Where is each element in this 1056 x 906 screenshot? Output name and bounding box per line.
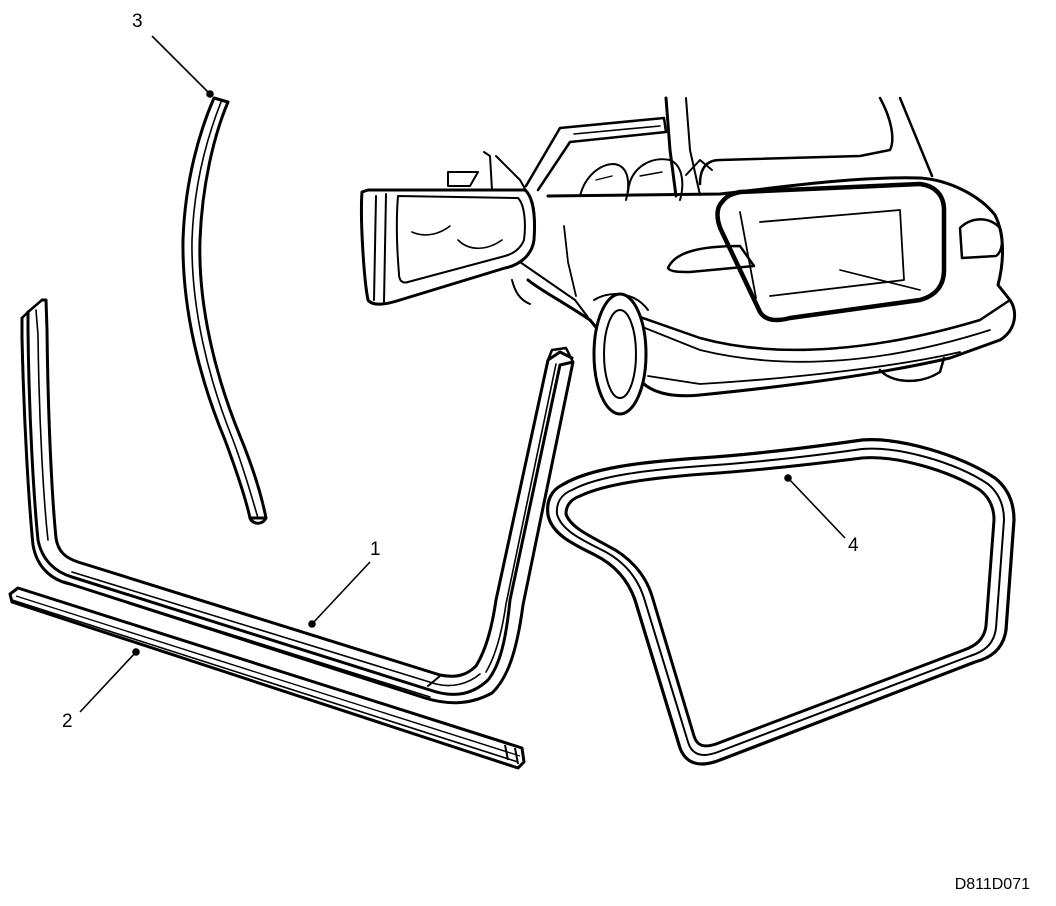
leader-1	[311, 561, 371, 625]
seal-part-4	[546, 438, 1016, 766]
callout-2: 2	[62, 711, 73, 732]
leader-3	[151, 35, 211, 95]
seal-part-3	[181, 96, 268, 525]
car-illustration	[359, 96, 1017, 416]
leader-2-dot	[132, 648, 140, 656]
leader-lines	[79, 35, 846, 713]
seal-part-2	[8, 586, 526, 770]
leader-2	[79, 651, 137, 713]
drawing-reference-code: D811D071	[954, 876, 1030, 893]
leader-4	[787, 477, 846, 539]
callout-4: 4	[848, 535, 859, 556]
seal-part-1	[20, 298, 575, 705]
callout-3: 3	[132, 11, 143, 32]
leader-4-dot	[784, 474, 792, 482]
leader-1-dot	[308, 620, 316, 628]
callout-1: 1	[370, 539, 381, 560]
leader-3-dot	[206, 90, 214, 98]
